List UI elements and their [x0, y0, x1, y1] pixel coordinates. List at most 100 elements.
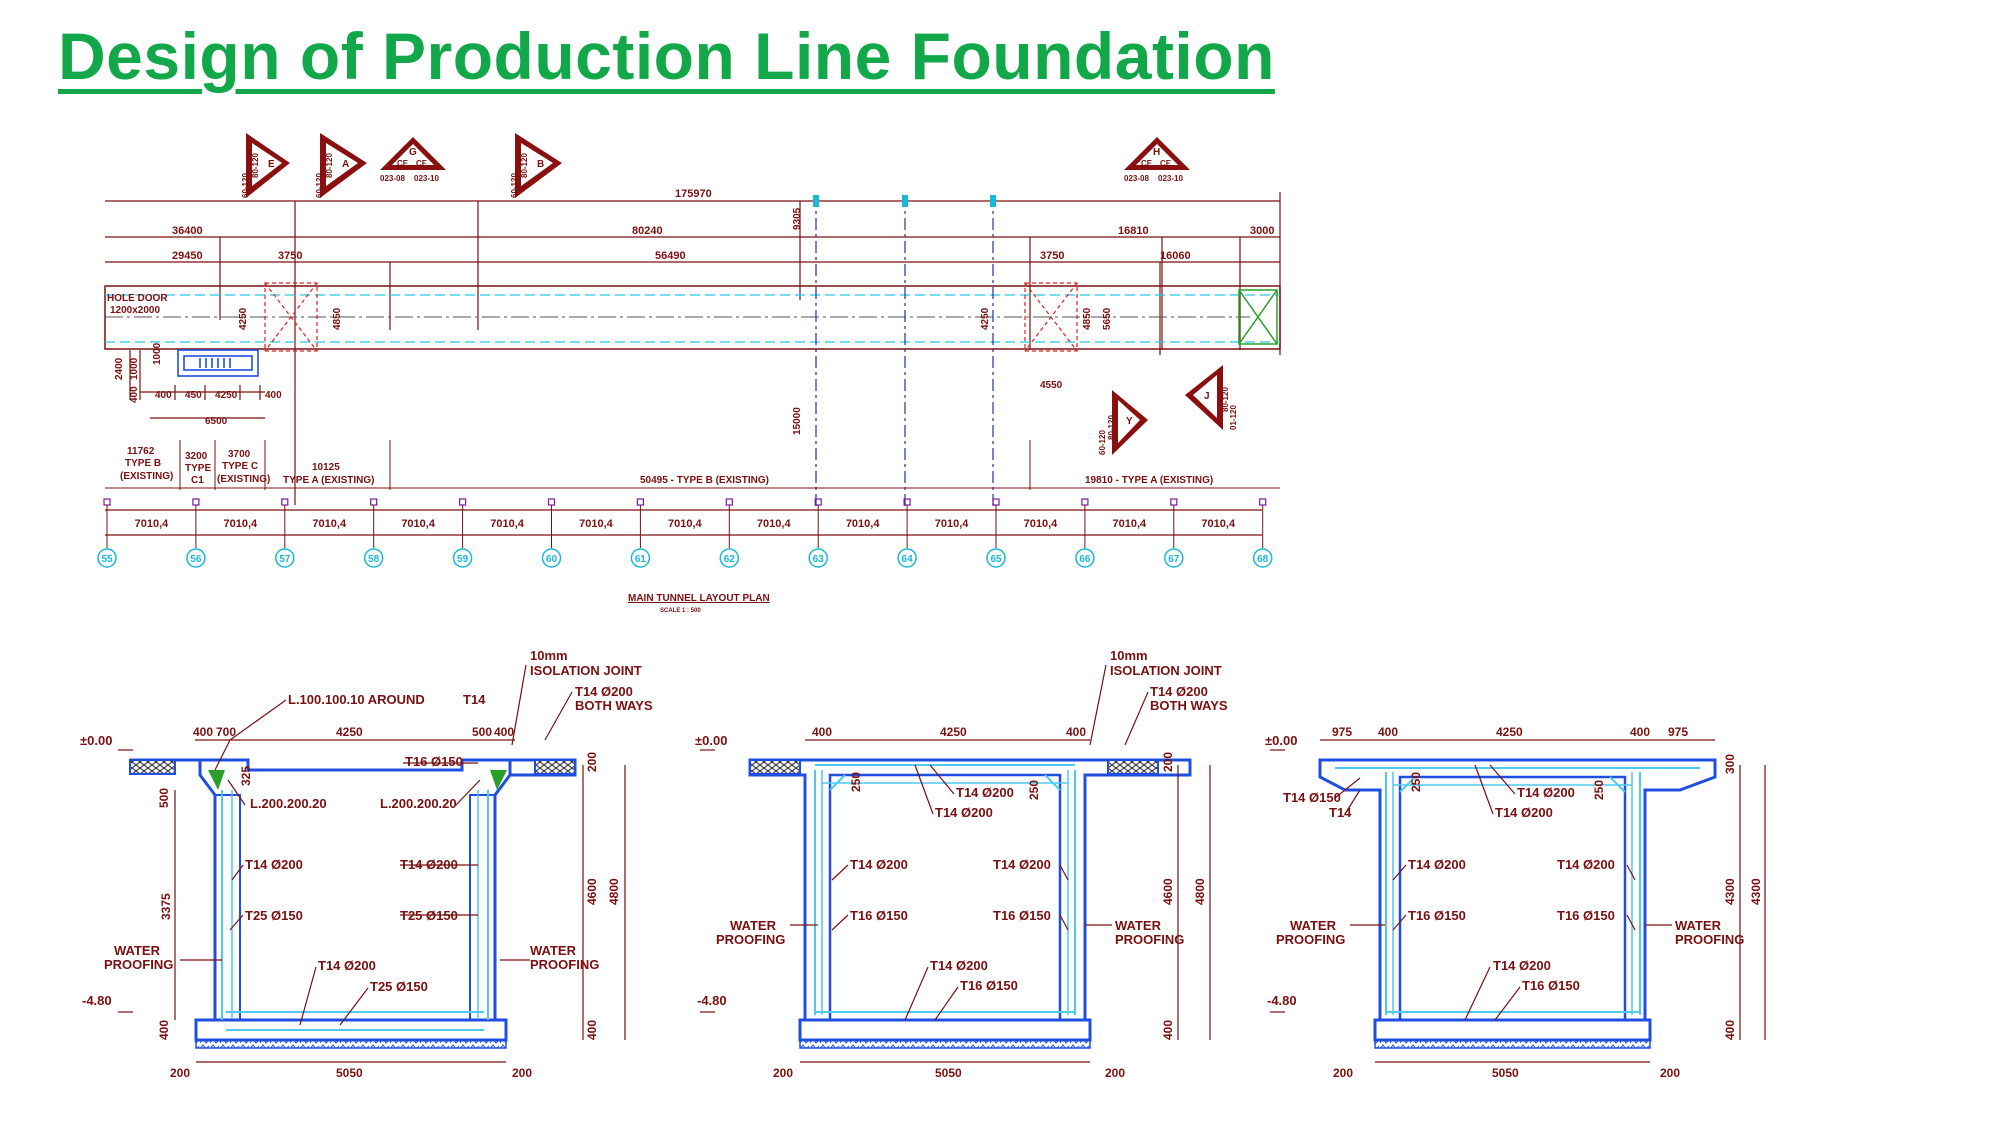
dim-4550: 4550: [1040, 380, 1063, 391]
seg1-l3: (EXISTING): [120, 471, 173, 482]
s2-dim-bottom-mid: 5050: [935, 1066, 962, 1080]
seg2-l1: 3200: [185, 451, 208, 462]
svg-text:60-120: 60-120: [1098, 430, 1107, 455]
svg-text:80-120: 80-120: [1221, 387, 1230, 412]
bay-dimension: 7010,4: [490, 518, 525, 530]
s3-note-wp-left-1: WATER: [1290, 918, 1337, 933]
s2-note-t16-left: T16 Ø150: [850, 908, 908, 923]
grid-bubble-60: [541, 548, 562, 568]
s3-dim-bottom-left: 200: [1333, 1066, 1353, 1080]
s3-note-wp-right-1: WATER: [1675, 918, 1722, 933]
s1-dim-h200: 200: [585, 752, 599, 772]
seg3-l1: 3700: [228, 449, 251, 460]
bay-dimension: 7010,4: [312, 518, 347, 530]
s1-note-wp-right-1: WATER: [530, 943, 577, 958]
grid-label-66: 66: [1079, 554, 1091, 565]
s1-note-both-1: T14 Ø200: [575, 684, 633, 699]
grid-label-65: 65: [990, 554, 1002, 565]
s3-dim-top-right2: 975: [1668, 725, 1688, 739]
s1-dim-top-mid: 4250: [336, 725, 363, 739]
s3-note-wp-right-2: PROOFING: [1675, 932, 1744, 947]
s2-dim-h4600: 4600: [1161, 878, 1175, 905]
grid-label-62: 62: [724, 554, 736, 565]
grid-bubble-63: [808, 548, 828, 568]
svg-text:023-10: 023-10: [414, 174, 439, 183]
column-marker-64: [903, 498, 911, 506]
dim-3750b: 3750: [1040, 250, 1064, 262]
s1-level-top: ±0.00: [80, 733, 112, 748]
grid-bubble-65: [986, 548, 1006, 568]
svg-text:H: H: [1153, 147, 1160, 158]
dim-3000: 3000: [1250, 225, 1274, 237]
s1-note-t14-top: T14: [463, 692, 486, 707]
grid-label-56: 56: [190, 554, 202, 565]
grid-bubble-57: [275, 548, 295, 568]
bay-dimension: 7010,4: [668, 518, 703, 530]
s2-note-t16-right: T16 Ø150: [993, 908, 1051, 923]
bay-dimension: 7010,4: [401, 518, 436, 530]
grid-bubble-56: [186, 548, 206, 568]
dim-4850a: 4850: [332, 307, 343, 330]
s2-dim-h250r: 250: [1027, 780, 1041, 800]
s1-note-wp-left-2: PROOFING: [104, 957, 173, 972]
bay-dimension: 7010,4: [579, 518, 614, 530]
svg-text:J: J: [1204, 391, 1210, 402]
dim-29450: 29450: [172, 250, 203, 262]
dim-overall: 175970: [675, 188, 712, 200]
s3-level-top: ±0.00: [1265, 733, 1297, 748]
dim-9305: 9305: [792, 207, 803, 230]
s1-note-iso-1: 10mm: [530, 648, 568, 663]
dim-15000: 15000: [792, 407, 803, 435]
s2-note-wp-right-2: PROOFING: [1115, 932, 1184, 947]
s2-note-iso-1: 10mm: [1110, 648, 1148, 663]
seg1-l1: 11762: [127, 446, 155, 457]
dim-3750a: 3750: [278, 250, 302, 262]
s1-note-angle: L.100.100.10 AROUND: [288, 692, 425, 707]
svg-text:023-08: 023-08: [1124, 174, 1149, 183]
s1-note-t14-left: T14 Ø200: [245, 857, 303, 872]
dim-450: 450: [185, 390, 202, 401]
s1-note-t16: T16 Ø150: [405, 754, 463, 769]
dim-4850b: 4850: [1082, 307, 1093, 330]
bay-dimension: 7010,4: [935, 518, 970, 530]
svg-text:A: A: [342, 159, 349, 170]
dim-80240: 80240: [632, 225, 663, 237]
svg-text:80-120: 80-120: [325, 153, 334, 178]
s3-note-top1: T14 Ø200: [1517, 785, 1575, 800]
dim-56490: 56490: [655, 250, 686, 262]
grid-label-67: 67: [1168, 554, 1180, 565]
grid-bubble-64: [897, 548, 917, 568]
s1-dim-bottom-right: 200: [512, 1066, 532, 1080]
seg5: 50495 - TYPE B (EXISTING): [640, 475, 769, 486]
column-marker-67: [1170, 498, 1178, 506]
section-marker-j: J 01-120 80-120: [1185, 365, 1238, 430]
column-marker-65: [992, 498, 1000, 506]
seg3-l3: (EXISTING): [217, 474, 270, 485]
s1-dim-bottom-left: 200: [170, 1066, 190, 1080]
dim-4250c: 4250: [215, 390, 238, 401]
dim-2400: 2400: [114, 357, 125, 380]
svg-text:023-10: 023-10: [1158, 174, 1183, 183]
s1-dim-top-left2: 700: [216, 725, 236, 739]
column-marker-68: [1259, 498, 1267, 506]
s1-note-wp-left-1: WATER: [114, 943, 161, 958]
dim-36400: 36400: [172, 225, 203, 237]
s2-dim-h400: 400: [1161, 1020, 1175, 1040]
column-marker-61: [636, 498, 645, 506]
section-marker-b: B 60-120 80-120: [510, 133, 562, 198]
s2-dim-h250l: 250: [849, 772, 863, 792]
s3-dim-h250l: 250: [1409, 772, 1423, 792]
grid-label-57: 57: [279, 554, 291, 565]
svg-text:80-120: 80-120: [251, 153, 260, 178]
svg-text:CE: CE: [397, 159, 409, 168]
grid-bubble-61: [630, 548, 651, 568]
grid-bubble-66: [1075, 548, 1095, 568]
s2-dim-top-right: 400: [1066, 725, 1086, 739]
s3-dim-h400: 400: [1723, 1020, 1737, 1040]
s1-level-bottom: -4.80: [82, 993, 112, 1008]
seg2-l2: TYPE: [185, 463, 211, 474]
